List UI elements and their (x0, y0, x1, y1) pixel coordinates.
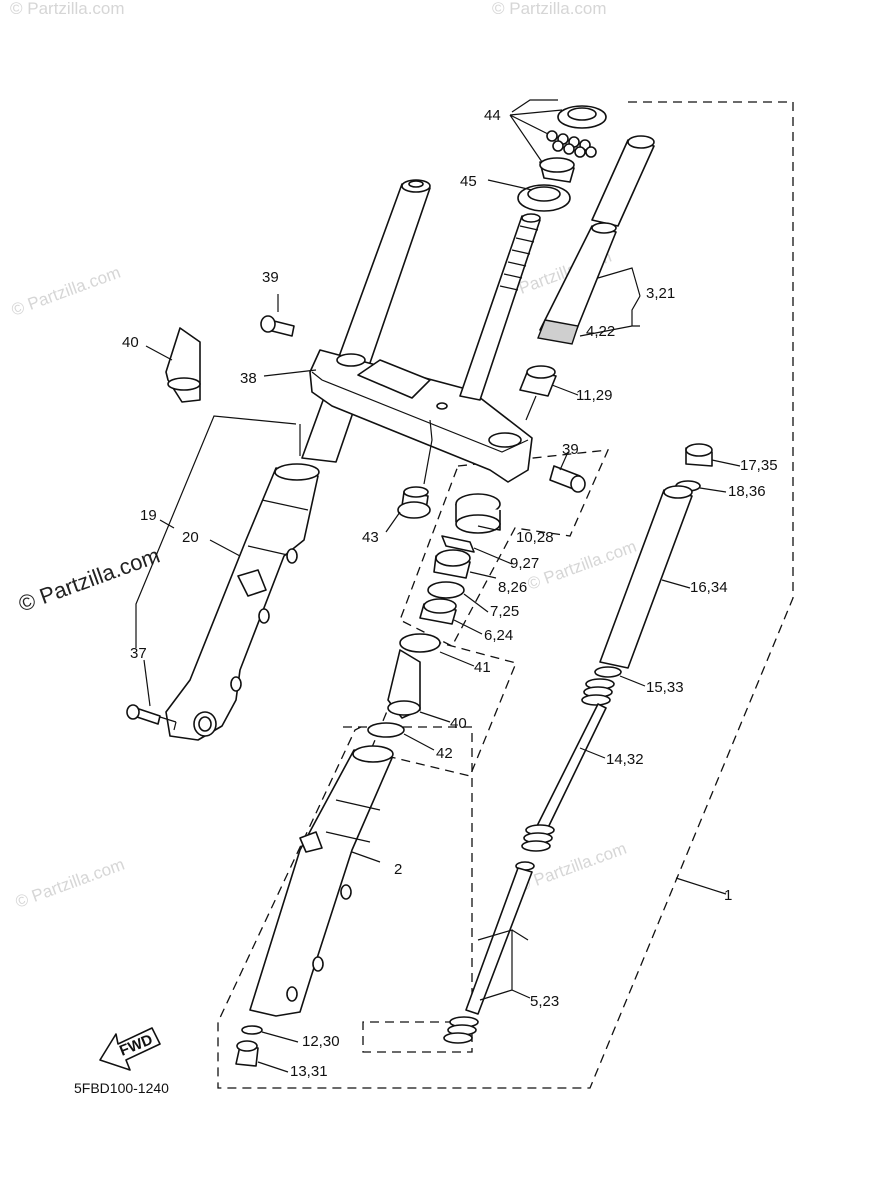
callout-43: 43 (362, 529, 379, 546)
ring-41 (399, 633, 441, 653)
washer-12 (241, 1025, 263, 1035)
damper-rod-5 (443, 861, 535, 1044)
callout-11-29: 11,29 (576, 387, 612, 404)
callout-39-right: 39 (562, 441, 579, 458)
fwd-arrow-icon: FWD (99, 1027, 161, 1071)
bearing-balls (546, 130, 597, 158)
callout-37: 37 (130, 645, 147, 662)
spring-14 (521, 678, 615, 852)
watermark: © Partzilla.com (10, 0, 125, 18)
callout-17-35: 17,35 (740, 457, 778, 474)
fork-bracket (309, 349, 533, 483)
seal-group-box (369, 636, 517, 777)
callout-16-34: 16,34 (690, 579, 728, 596)
callout-1: 1 (724, 887, 732, 904)
callout-labels: 1 2 3,21 4,22 5,23 6,24 7,25 8,26 9,27 1… (122, 107, 778, 1080)
washer-15 (594, 666, 622, 678)
assembly-outline (217, 101, 794, 1089)
callout-12-30: 12,30 (302, 1033, 340, 1050)
watermark: © Partzilla.com (492, 0, 607, 18)
fork-cover-40-top (165, 327, 201, 403)
washer-7 (427, 581, 465, 599)
spacer-16 (599, 489, 693, 669)
callout-7-25: 7,25 (490, 603, 519, 620)
damper-group-box (399, 449, 610, 647)
diagram-code: 5FBD100-1240 (74, 1080, 169, 1096)
callout-4-22: 4,22 (586, 323, 615, 340)
outer-tube-2 (249, 749, 393, 1017)
callout-5-23: 5,23 (530, 993, 559, 1010)
callout-20: 20 (182, 529, 199, 546)
callout-14-32: 14,32 (606, 751, 644, 768)
callout-39-top: 39 (262, 269, 279, 286)
callout-15-33: 15,33 (646, 679, 684, 696)
callout-8-26: 8,26 (498, 579, 527, 596)
callout-3-21: 3,21 (646, 285, 675, 302)
callout-44: 44 (484, 107, 501, 124)
callout-19: 19 (140, 507, 157, 524)
callout-13-31: 13,31 (290, 1063, 328, 1080)
left-outer-tube (165, 467, 319, 741)
inner-tube-3 (591, 139, 655, 227)
callout-41: 41 (474, 659, 491, 676)
callout-42: 42 (436, 745, 453, 762)
clip-9 (441, 535, 475, 553)
leader-lines (135, 99, 741, 1073)
callout-2: 2 (394, 861, 402, 878)
callout-9-27: 9,27 (510, 555, 539, 572)
callout-18-36: 18,36 (728, 483, 766, 500)
callout-6-24: 6,24 (484, 627, 513, 644)
callout-10-28: 10,28 (516, 529, 554, 546)
o-ring-42 (367, 722, 405, 738)
callout-38: 38 (240, 370, 257, 387)
callout-45: 45 (460, 173, 477, 190)
watermark-dark: © Partzilla.com (15, 543, 163, 617)
callout-40: 40 (450, 715, 467, 732)
watermark: © Partzilla.com (9, 263, 123, 320)
watermark: © Partzilla.com (13, 855, 127, 912)
lower-dashed-box (343, 726, 473, 1053)
callout-40-top: 40 (122, 334, 139, 351)
